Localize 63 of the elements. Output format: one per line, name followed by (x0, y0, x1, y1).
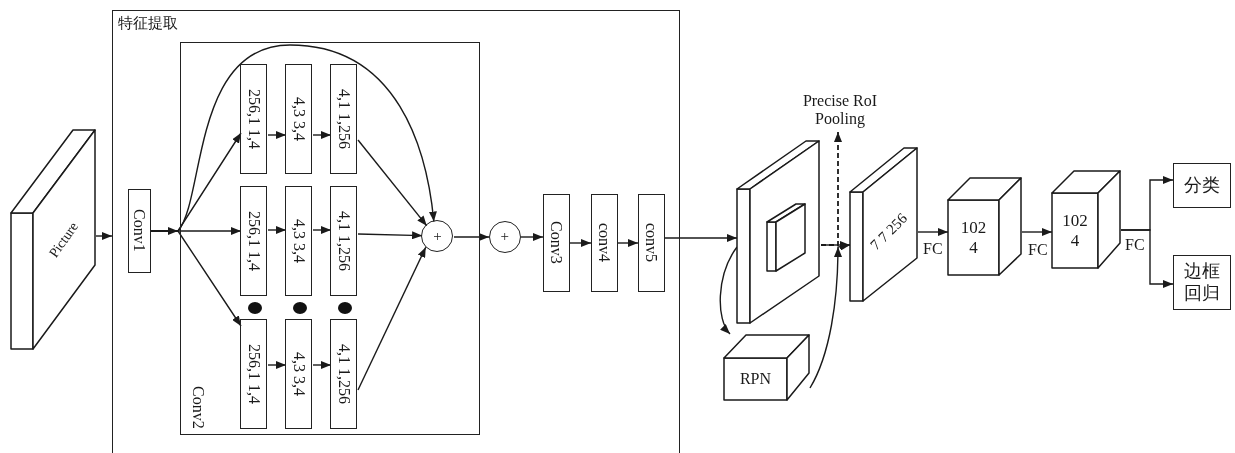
arrow (357, 139, 428, 227)
node-label: 102 4 (959, 217, 988, 258)
layer-box (240, 64, 268, 175)
arrow (569, 239, 592, 247)
layer-box (285, 64, 313, 175)
annotation-text: Precise RoI Pooling (801, 92, 879, 129)
module-panel (179, 41, 480, 435)
layer-box (637, 193, 665, 292)
layer-box (240, 319, 268, 430)
layer-label: 4,1 1,256 (335, 211, 353, 272)
arrow (719, 246, 738, 335)
arrow (453, 233, 490, 241)
output-box (1173, 255, 1231, 310)
arrow (664, 234, 738, 242)
panel-title: 特征提取 (118, 14, 178, 33)
layer-label: 4,3 3,4 (290, 97, 308, 142)
arrow (312, 131, 332, 139)
arrow (820, 131, 842, 246)
arrow (809, 244, 851, 389)
arrow (520, 233, 544, 241)
arrow (357, 231, 423, 240)
layer-label: Conv1 (130, 209, 148, 252)
layer-box (330, 319, 358, 430)
layer-box (240, 186, 268, 297)
layer-box (285, 319, 313, 430)
group-panel (112, 10, 680, 453)
arrow (1120, 229, 1174, 288)
arrow (312, 226, 332, 234)
layer-label: conv4 (595, 223, 613, 263)
layer-label: Conv3 (547, 221, 565, 264)
layer-box (542, 193, 570, 292)
output-label: 分类 (1183, 174, 1221, 197)
arrow (267, 131, 287, 139)
layer-label: 4,3 3,4 (290, 352, 308, 397)
layer-label: 4,3 3,4 (290, 219, 308, 264)
plus-sign: + (500, 229, 509, 245)
layer-box (590, 193, 618, 292)
layer-label: 4,1 1,256 (335, 89, 353, 150)
arrow (267, 226, 287, 234)
layer-label: 4,1 1,256 (335, 344, 353, 405)
layer-label: 256,1 1,4 (245, 89, 263, 150)
arrow (617, 239, 639, 247)
arrow (1021, 228, 1053, 236)
arrow (312, 361, 332, 369)
layer-label: 256,1 1,4 (245, 211, 263, 272)
layer-label: 256,1 1,4 (245, 344, 263, 405)
output-box (1173, 163, 1231, 208)
layer-box (330, 64, 358, 175)
output-label: 边框回归 (1183, 260, 1221, 305)
node-label: 7 7 256 (867, 210, 911, 254)
arrow (267, 361, 287, 369)
arrow (150, 44, 437, 232)
plus-sign: + (433, 228, 442, 244)
node-label: RPN (739, 369, 772, 389)
node-label: 102 4 (1061, 210, 1089, 251)
arrow (95, 232, 113, 240)
layer-box (285, 186, 313, 297)
arrow (917, 228, 949, 236)
arrow (357, 246, 427, 391)
module-label: Conv2 (188, 386, 207, 429)
layer-box (127, 188, 151, 273)
layer-label: conv5 (642, 223, 660, 263)
layer-box (330, 186, 358, 297)
